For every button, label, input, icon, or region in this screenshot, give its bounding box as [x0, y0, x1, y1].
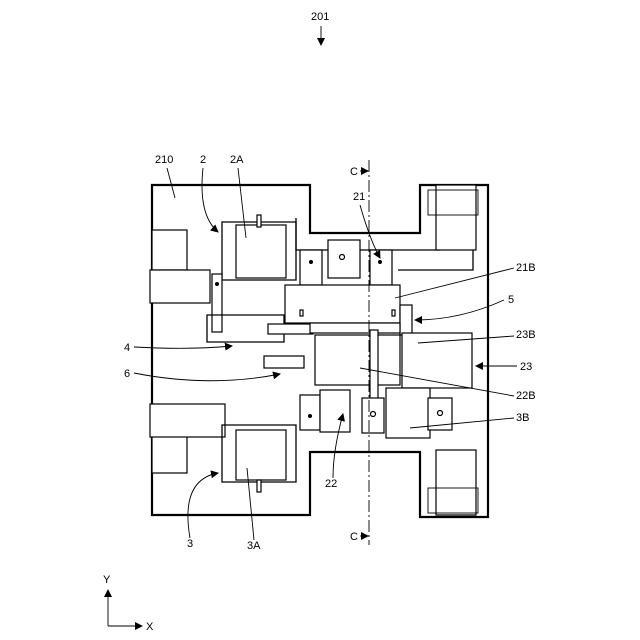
- label-210: 210: [155, 154, 173, 166]
- left-connector-upper: [150, 270, 210, 303]
- holder-21-right: [370, 250, 392, 285]
- block-21B-mark-right: [392, 310, 395, 316]
- label-5: 5: [508, 294, 514, 306]
- section-label-bottom: C: [350, 531, 358, 543]
- left-lever-pin: [215, 282, 219, 286]
- left-side-block-lower: [152, 435, 187, 473]
- axis-x-label: X: [146, 621, 154, 633]
- label-22B: 22B: [516, 390, 536, 402]
- element-3A: [236, 430, 286, 480]
- right-connector-upper: [436, 185, 476, 250]
- element-6: [264, 356, 304, 368]
- label-23B: 23B: [516, 329, 536, 341]
- element-2A-tab: [257, 215, 261, 227]
- block-21B-mark-left: [300, 310, 303, 316]
- label-21: 21: [353, 191, 365, 203]
- block-3B: [386, 388, 430, 438]
- label-4: 4: [124, 342, 130, 354]
- leader-5: [415, 300, 504, 320]
- holder-22-left: [300, 395, 320, 430]
- label-3A: 3A: [247, 540, 261, 552]
- leader-210: [167, 168, 175, 198]
- axis-y-label: Y: [103, 574, 111, 586]
- right-connector-lower: [436, 450, 476, 515]
- connector-5-upper: [268, 324, 313, 334]
- section-label-top: C: [350, 166, 358, 178]
- holder-21-center-hole: [340, 255, 345, 260]
- label-21B: 21B: [516, 262, 536, 274]
- leader-3: [188, 473, 218, 538]
- block-21B: [285, 285, 400, 323]
- label-6: 6: [124, 368, 130, 380]
- left-connector-lower: [150, 404, 225, 437]
- label-2A: 2A: [230, 154, 244, 166]
- leader-6: [134, 373, 280, 381]
- element-3A-tab: [257, 480, 261, 492]
- leader-21B: [395, 268, 514, 298]
- label-23: 23: [520, 361, 532, 373]
- block-21B-side-right: [400, 305, 412, 335]
- holder-22-left-pin: [308, 414, 312, 418]
- block-3B-hole: [438, 411, 443, 416]
- holder-21-left: [300, 250, 322, 285]
- holder-21-right-pin: [378, 260, 382, 264]
- leader-2: [202, 168, 218, 232]
- holder-21-left-pin: [309, 260, 313, 264]
- label-22: 22: [325, 478, 337, 490]
- element-2A: [236, 225, 286, 278]
- block-22B: [315, 335, 400, 385]
- label-2: 2: [200, 154, 206, 166]
- holder-22-right-hole: [371, 412, 376, 417]
- figure-number: 201: [311, 11, 329, 23]
- leader-4: [134, 346, 232, 348]
- holder-22-center: [320, 390, 350, 432]
- label-3B: 3B: [516, 412, 529, 424]
- connector-5-strip: [310, 323, 400, 333]
- left-side-block-upper: [152, 230, 187, 270]
- label-3: 3: [187, 538, 193, 550]
